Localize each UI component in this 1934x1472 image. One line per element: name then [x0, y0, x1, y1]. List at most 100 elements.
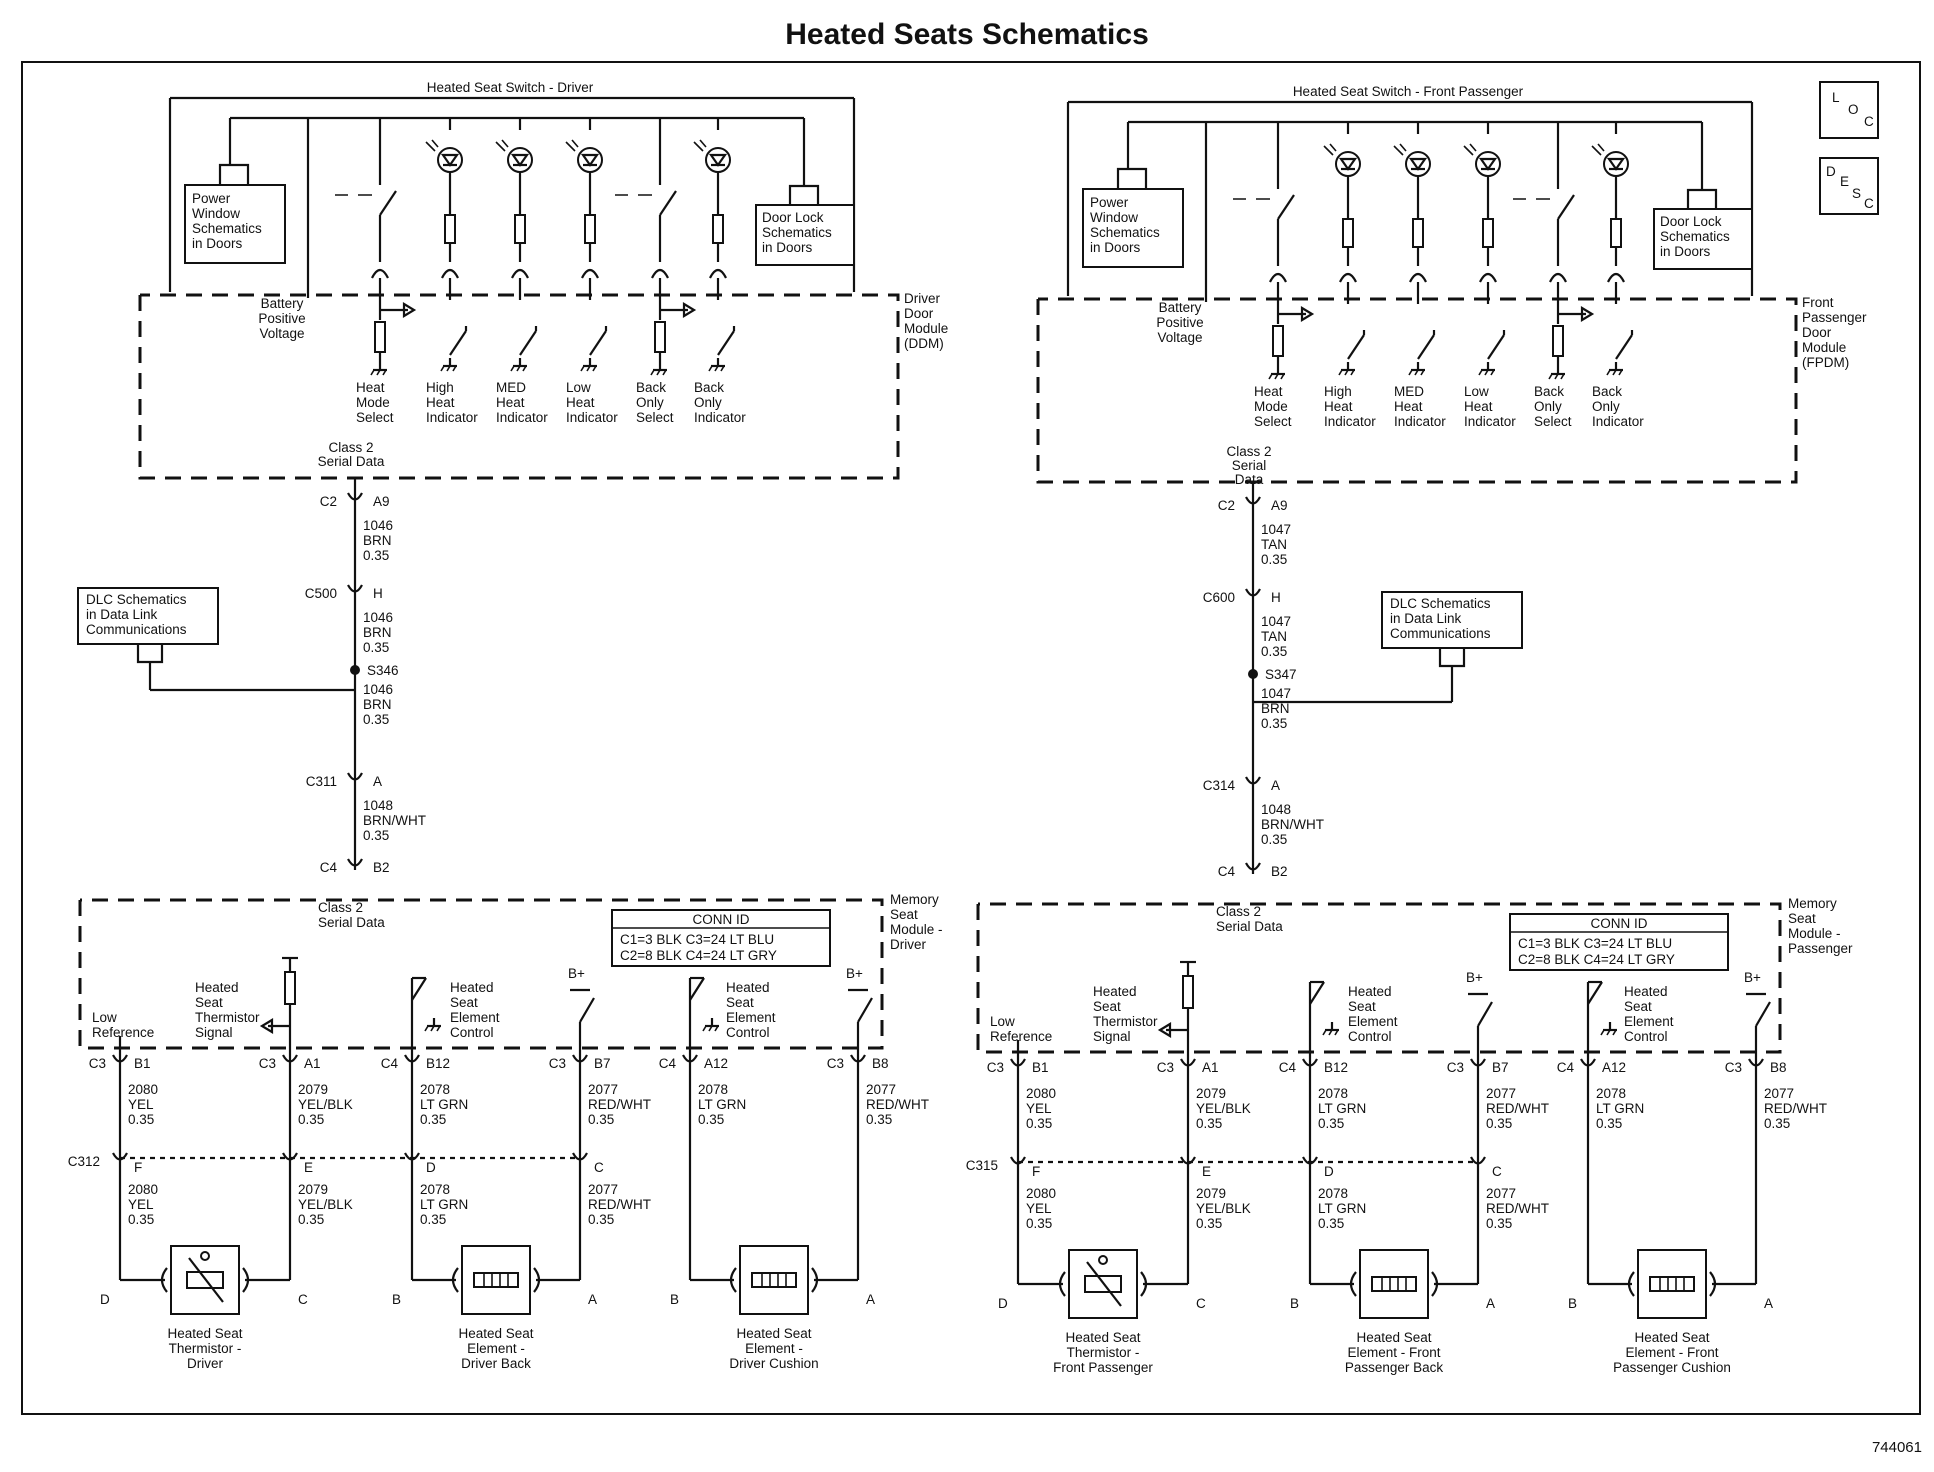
terminal-cup	[811, 1267, 819, 1293]
component-label-line: Front Passenger	[1053, 1360, 1153, 1375]
element-control-label-line: Heated	[726, 980, 770, 995]
loc-icon[interactable]	[1819, 81, 1879, 139]
power-window-ref-line: Schematics	[1090, 225, 1160, 240]
desc-icon[interactable]	[1819, 157, 1879, 215]
wire-label-line: YEL	[128, 1197, 154, 1212]
pin-label: H	[373, 586, 383, 601]
heater-element-icon	[751, 1272, 797, 1288]
switch-label-line: Select	[1534, 414, 1572, 429]
battery-label-line: Battery	[1159, 300, 1202, 315]
connector-cavity	[1470, 1156, 1486, 1165]
wire-label-line: RED/WHT	[588, 1197, 651, 1212]
wire-label-line: YEL/BLK	[298, 1197, 353, 1212]
resistor-icon	[1182, 975, 1194, 1009]
ground-hatch	[1560, 373, 1565, 380]
ground-hatch	[650, 369, 655, 376]
wire-label-line: BRN	[363, 533, 392, 548]
ground-hatch	[702, 1025, 707, 1032]
switch-blade	[519, 330, 537, 356]
pin-label: E	[1202, 1164, 1211, 1179]
terminal-cup	[441, 268, 459, 279]
wire-label-line: YEL	[1026, 1201, 1052, 1216]
connector-inline	[347, 584, 363, 593]
terminal-cup	[1627, 1271, 1635, 1297]
msm-serial-label-line: Serial Data	[318, 915, 385, 930]
connector-cavity	[282, 1152, 298, 1161]
resistor-icon	[1610, 218, 1622, 248]
msm-label-line: Module -	[1788, 926, 1841, 941]
wire-label-line: 2077	[588, 1182, 618, 1197]
switch-label-line: Back	[636, 380, 666, 395]
msm-serial-label-line: Serial Data	[1216, 919, 1283, 934]
msm-label-line: Seat	[890, 907, 918, 922]
power-window-ref-line: in Doors	[192, 236, 243, 251]
wire-label-line: 0.35	[588, 1212, 614, 1227]
door-lock-ref-line: Schematics	[1660, 229, 1730, 244]
wire-label-line: 0.35	[698, 1112, 724, 1127]
msm-label-line: Passenger	[1788, 941, 1853, 956]
power-window-ref-box	[1082, 188, 1184, 268]
pin-label: C3	[259, 1056, 276, 1071]
wire-label-line: 0.35	[866, 1112, 892, 1127]
ground-hatch	[720, 365, 725, 372]
msm-serial-label-line: Class 2	[318, 900, 363, 915]
element-control-label-line: Control	[450, 1025, 494, 1040]
switch-label-line: Indicator	[1394, 414, 1446, 429]
wire-label-line: 2078	[1318, 1186, 1348, 1201]
inline-connector-label: C312	[68, 1154, 100, 1169]
ground-hatch	[430, 1025, 435, 1032]
connector-cavity	[112, 1152, 128, 1161]
wire-label-line: 2078	[420, 1182, 450, 1197]
pin-label: C	[1492, 1164, 1502, 1179]
ground-hatch	[592, 365, 597, 372]
msm-label-line: Memory	[890, 892, 939, 907]
conn-id-row: C2=8 BLK C4=24 LT GRY	[1518, 952, 1675, 967]
wire-label-line: YEL/BLK	[1196, 1101, 1251, 1116]
thermistor-arrow	[188, 1257, 224, 1303]
dlc-ref-line: in Data Link	[86, 607, 158, 622]
door-lock-ref-box	[755, 204, 855, 266]
ground-hatch	[370, 369, 375, 376]
pin-label: D	[426, 1160, 436, 1175]
desc-letter: S	[1852, 186, 1861, 201]
element-control-label-line: Control	[726, 1025, 770, 1040]
wire-label-line: 0.35	[298, 1112, 324, 1127]
arrow-head	[1157, 1022, 1172, 1038]
wire-label-line: RED/WHT	[1764, 1101, 1827, 1116]
terminal-cup	[451, 1267, 459, 1293]
pin-label: C3	[549, 1056, 566, 1071]
msm-label-line: Module -	[890, 922, 943, 937]
serial-label: Serial	[1232, 458, 1267, 473]
wire-label-line: 1046	[363, 610, 393, 625]
terminal-cup	[160, 1267, 168, 1293]
pin-label: B	[392, 1292, 401, 1307]
door-module-label-line: Module	[1802, 340, 1846, 355]
pin-label: C4	[659, 1056, 677, 1071]
switch-label-line: MED	[496, 380, 526, 395]
pin-label: C3	[1447, 1060, 1464, 1075]
pin-label: A9	[1271, 498, 1288, 513]
pin-label: D	[100, 1292, 110, 1307]
pin-label: C2	[320, 494, 337, 509]
switch-blade	[449, 330, 467, 356]
switch-blade	[717, 330, 735, 356]
resistor-icon	[1342, 218, 1354, 248]
pin-label: A9	[373, 494, 390, 509]
terminal-cup	[1431, 1271, 1439, 1297]
wire-label-line: 1046	[363, 682, 393, 697]
switch-blade	[1347, 334, 1365, 360]
resistor-icon	[1552, 325, 1564, 357]
battery-label-line: Voltage	[1157, 330, 1202, 345]
wire-label-line: 0.35	[1764, 1116, 1790, 1131]
resistor-icon	[712, 214, 724, 244]
switch-blade	[857, 997, 873, 1023]
pin-label: A	[588, 1292, 597, 1307]
terminal-cup	[1269, 272, 1287, 283]
led-ray	[501, 139, 509, 148]
